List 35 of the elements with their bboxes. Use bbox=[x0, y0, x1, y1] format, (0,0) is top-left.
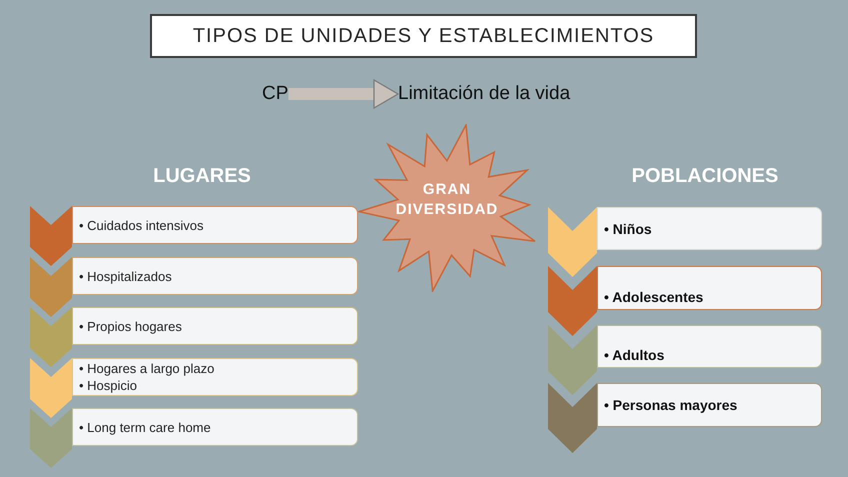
list-item: • Hospitalizados bbox=[79, 268, 173, 284]
starburst-text: GRAN DIVERSIDAD bbox=[394, 180, 500, 220]
chevron-icon bbox=[30, 307, 72, 367]
item-card bbox=[597, 325, 822, 368]
text-label: CP bbox=[262, 82, 288, 106]
list-item: • Adultos bbox=[604, 346, 666, 364]
item-card bbox=[72, 307, 358, 345]
chevron-icon bbox=[548, 266, 597, 336]
chevron-icon bbox=[548, 207, 597, 277]
item-card bbox=[597, 266, 822, 310]
section-heading: POBLACIONES bbox=[632, 164, 778, 188]
list-item: • Hogares a largo plazo bbox=[79, 360, 216, 377]
section-heading: LUGARES bbox=[153, 164, 251, 188]
block-arrow bbox=[288, 79, 399, 109]
item-card bbox=[597, 207, 822, 250]
text-label: Limitación de la vida bbox=[398, 82, 570, 106]
slide-title: TIPOS DE UNIDADES Y ESTABLECIMIENTOS bbox=[150, 14, 697, 58]
list-item: • Adolescentes bbox=[604, 288, 704, 306]
list-item: • Hospicio bbox=[79, 377, 138, 394]
list-item: • Propios hogares bbox=[79, 318, 183, 334]
item-card bbox=[72, 257, 358, 295]
chevron-icon bbox=[30, 206, 72, 266]
list-item: • Personas mayores bbox=[604, 396, 738, 414]
chevron-icon bbox=[30, 257, 72, 317]
chevron-icon bbox=[30, 358, 72, 418]
item-card bbox=[597, 383, 822, 427]
list-item: • Cuidados intensivos bbox=[79, 216, 205, 234]
item-card bbox=[72, 206, 358, 244]
chevron-icon bbox=[548, 325, 597, 395]
list-item: • Long term care home bbox=[79, 418, 212, 436]
item-card bbox=[72, 358, 358, 396]
chevron-icon bbox=[548, 383, 597, 453]
chevron-icon bbox=[30, 408, 72, 468]
item-card bbox=[72, 408, 358, 446]
list-item: • Niños bbox=[604, 220, 653, 238]
